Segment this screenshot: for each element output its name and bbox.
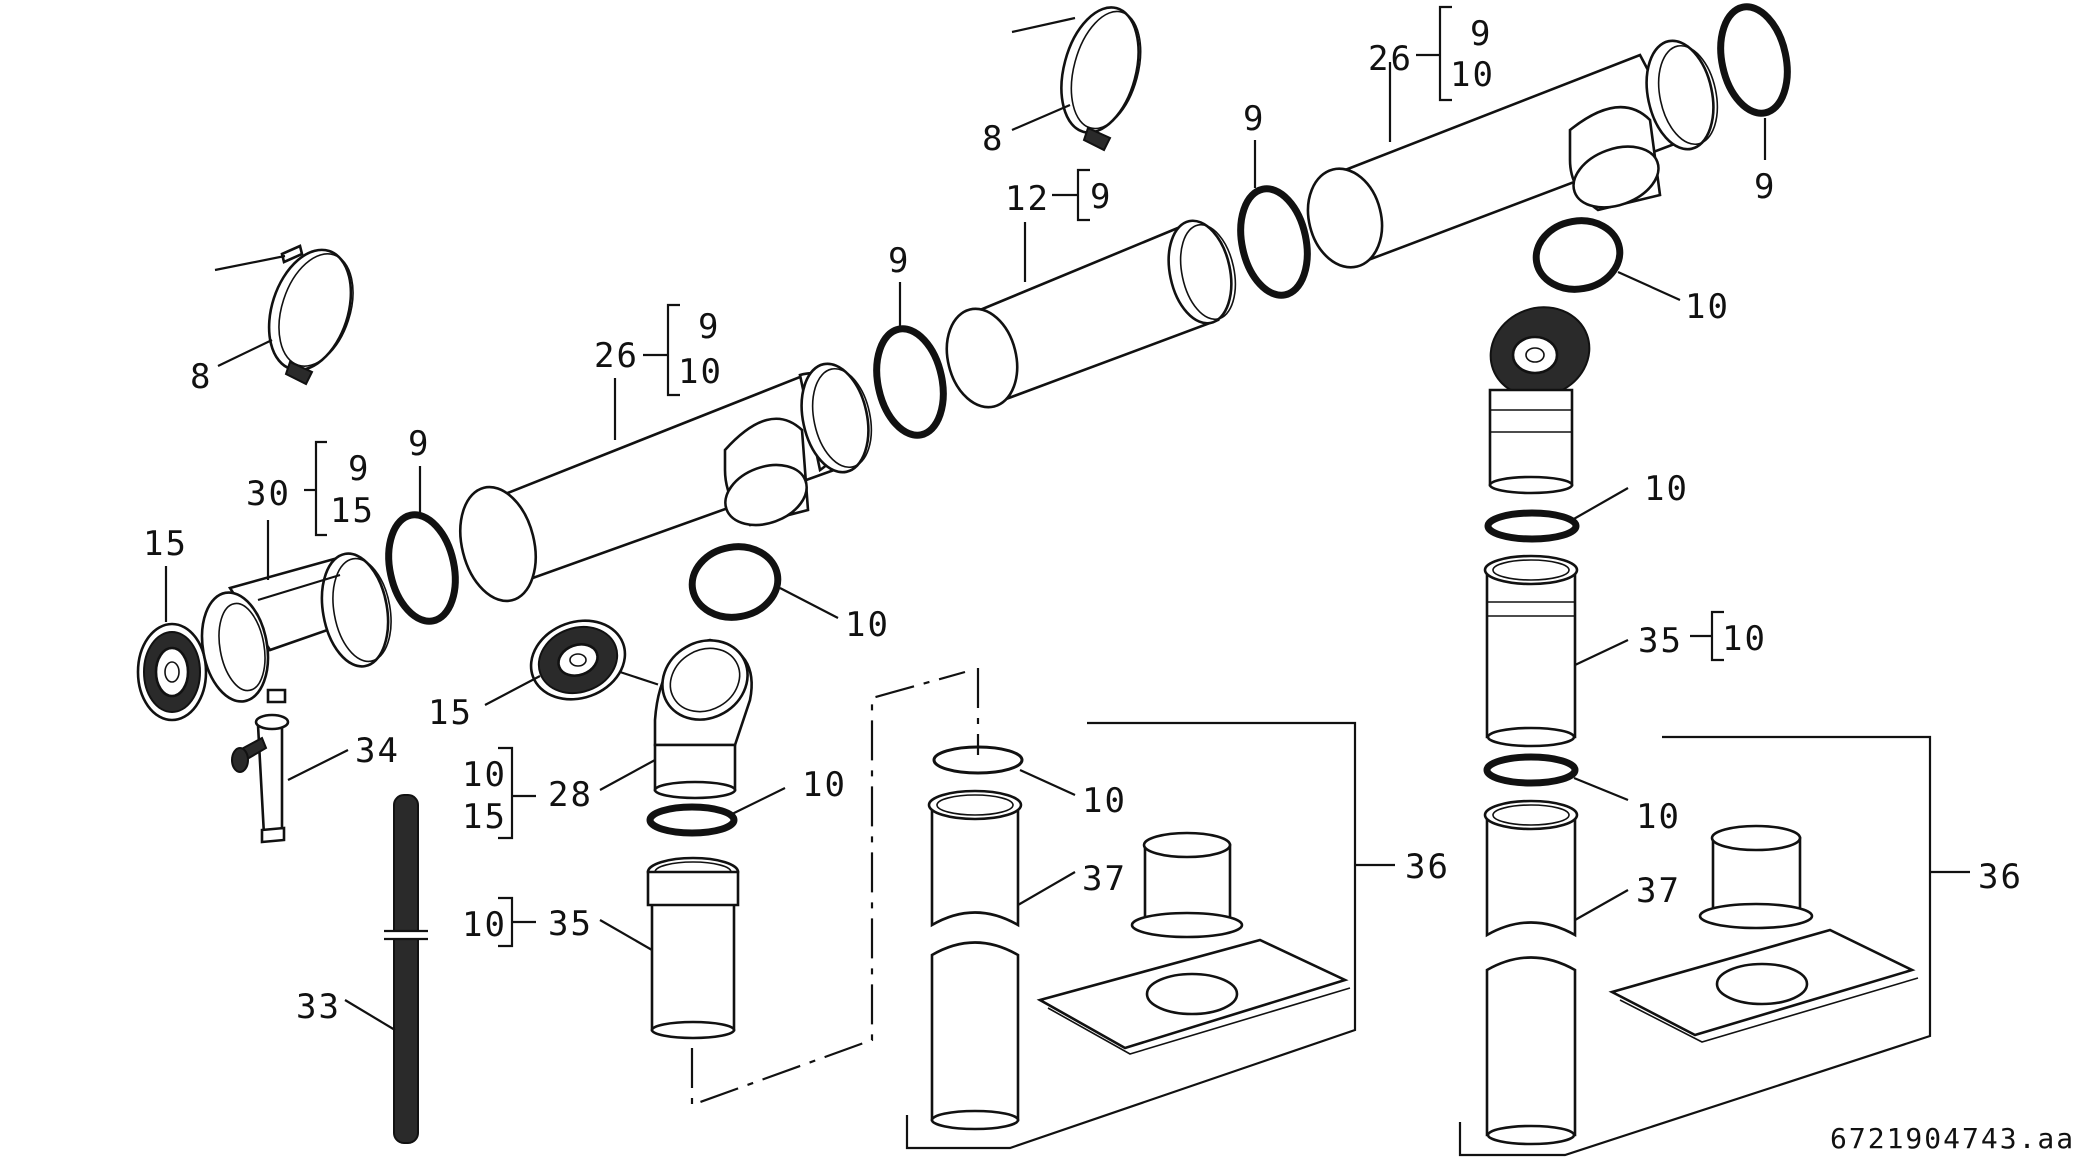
label-10-f: 10 — [1636, 797, 1681, 837]
leader-10-d — [1617, 270, 1681, 302]
label-26-right-b: 10 — [1450, 55, 1495, 95]
roof-flashing-right — [1608, 824, 1919, 1043]
seal-ring-10-c — [932, 745, 1024, 775]
label-26-left-b: 10 — [678, 352, 723, 392]
label-9-b: 9 — [888, 241, 910, 281]
label-10-c: 10 — [1082, 781, 1127, 821]
label-10-d: 10 — [1685, 287, 1730, 327]
label-28-b: 15 — [462, 797, 507, 837]
label-28-a: 10 — [462, 755, 507, 795]
leader-10-b — [729, 787, 786, 816]
socket-pipe-35-right — [1483, 554, 1579, 748]
leader-clamp-left — [217, 339, 273, 367]
leader-34 — [287, 749, 349, 781]
bracket-35-right — [1710, 610, 1724, 662]
leader-28 — [599, 759, 656, 791]
label-36-right: 36 — [1978, 857, 2023, 897]
socket-pipe-35-left — [646, 856, 740, 1040]
label-26-right-a: 9 — [1470, 14, 1492, 54]
axis-line-link-left — [690, 670, 966, 1107]
pipe-clamp-top — [1011, 6, 1142, 152]
seal-ring-9-d — [1717, 3, 1791, 117]
label-26-right: 26 — [1368, 39, 1413, 79]
socket-pipe-37-left — [927, 789, 1023, 1131]
label-36-left: 36 — [1405, 847, 1450, 887]
bracket-36-left — [905, 721, 1357, 1150]
label-28: 28 — [548, 775, 593, 815]
bracket-26-left — [666, 303, 680, 397]
label-37-right: 37 — [1636, 871, 1681, 911]
label-33: 33 — [296, 987, 341, 1027]
label-26-left-a: 9 — [698, 307, 720, 347]
leader-33 — [344, 999, 396, 1031]
socket-pipe-37-right — [1483, 799, 1579, 1146]
leader-clamp-top — [1011, 103, 1071, 132]
label-10-e: 10 — [1644, 469, 1689, 509]
label-8-left: 8 — [190, 357, 212, 397]
label-35-left-a: 10 — [462, 905, 507, 945]
straight-pipe-12 — [945, 219, 1237, 409]
label-30-a: 9 — [348, 449, 370, 489]
label-10-b: 10 — [802, 765, 847, 805]
label-12: 12 — [1005, 179, 1050, 219]
label-30-b: 15 — [330, 491, 375, 531]
label-30: 30 — [246, 474, 291, 514]
bracket-30 — [314, 440, 327, 537]
end-cap-left — [136, 622, 208, 722]
label-26-left: 26 — [594, 336, 639, 376]
tee-pipe-right — [1306, 39, 1719, 269]
leader-10-a — [779, 587, 839, 619]
leader-37-right — [1574, 889, 1629, 921]
label-12-a: 9 — [1090, 177, 1112, 217]
leader-15-mid — [484, 675, 541, 706]
elbow-28 — [653, 638, 753, 800]
label-35-right: 35 — [1638, 621, 1683, 661]
adapter-pipe — [200, 552, 392, 704]
elbow-cap-right — [1488, 306, 1591, 495]
seal-ring-10-f — [1483, 753, 1579, 787]
label-10-a: 10 — [845, 605, 890, 645]
bracket-35-left — [498, 896, 514, 948]
bracket-26-right — [1438, 5, 1452, 102]
bracket-36-right — [1458, 735, 1932, 1157]
leader-10-f — [1573, 776, 1629, 802]
seal-ring-10-e — [1484, 509, 1580, 543]
label-15-mid: 15 — [428, 693, 473, 733]
condensate-siphon — [231, 713, 290, 844]
label-9-c: 9 — [1243, 99, 1265, 139]
bracket-28 — [498, 746, 514, 840]
leader-10-e — [1571, 487, 1629, 521]
seal-ring-10-b — [646, 803, 738, 837]
leader-35-right — [1574, 639, 1629, 666]
seal-ring-10-d — [1532, 217, 1624, 293]
seal-ring-10-a — [688, 543, 782, 621]
end-cap-middle — [529, 619, 627, 701]
seal-ring-9-c — [1237, 185, 1311, 299]
tee-pipe-left — [459, 362, 873, 603]
drawing-code: 6721904743.aa — [1830, 1122, 2075, 1155]
label-8-top: 8 — [982, 119, 1004, 159]
label-37-left: 37 — [1082, 859, 1127, 899]
roof-flashing-left — [1036, 831, 1351, 1055]
seal-ring-9-a — [385, 511, 459, 625]
label-15-left: 15 — [143, 524, 188, 564]
bracket-12 — [1076, 168, 1090, 222]
seal-ring-9-b — [873, 325, 947, 439]
support-rod — [384, 794, 428, 1144]
label-34: 34 — [355, 731, 400, 771]
label-35-left: 35 — [548, 904, 593, 944]
label-35-right-a: 10 — [1722, 619, 1767, 659]
leader-37-left — [1017, 871, 1076, 906]
leader-35-left — [599, 919, 653, 951]
pipe-clamp-left — [214, 244, 354, 386]
leader-10-c — [1019, 768, 1076, 797]
label-9-a: 9 — [408, 424, 430, 464]
label-9-d: 9 — [1754, 167, 1776, 207]
